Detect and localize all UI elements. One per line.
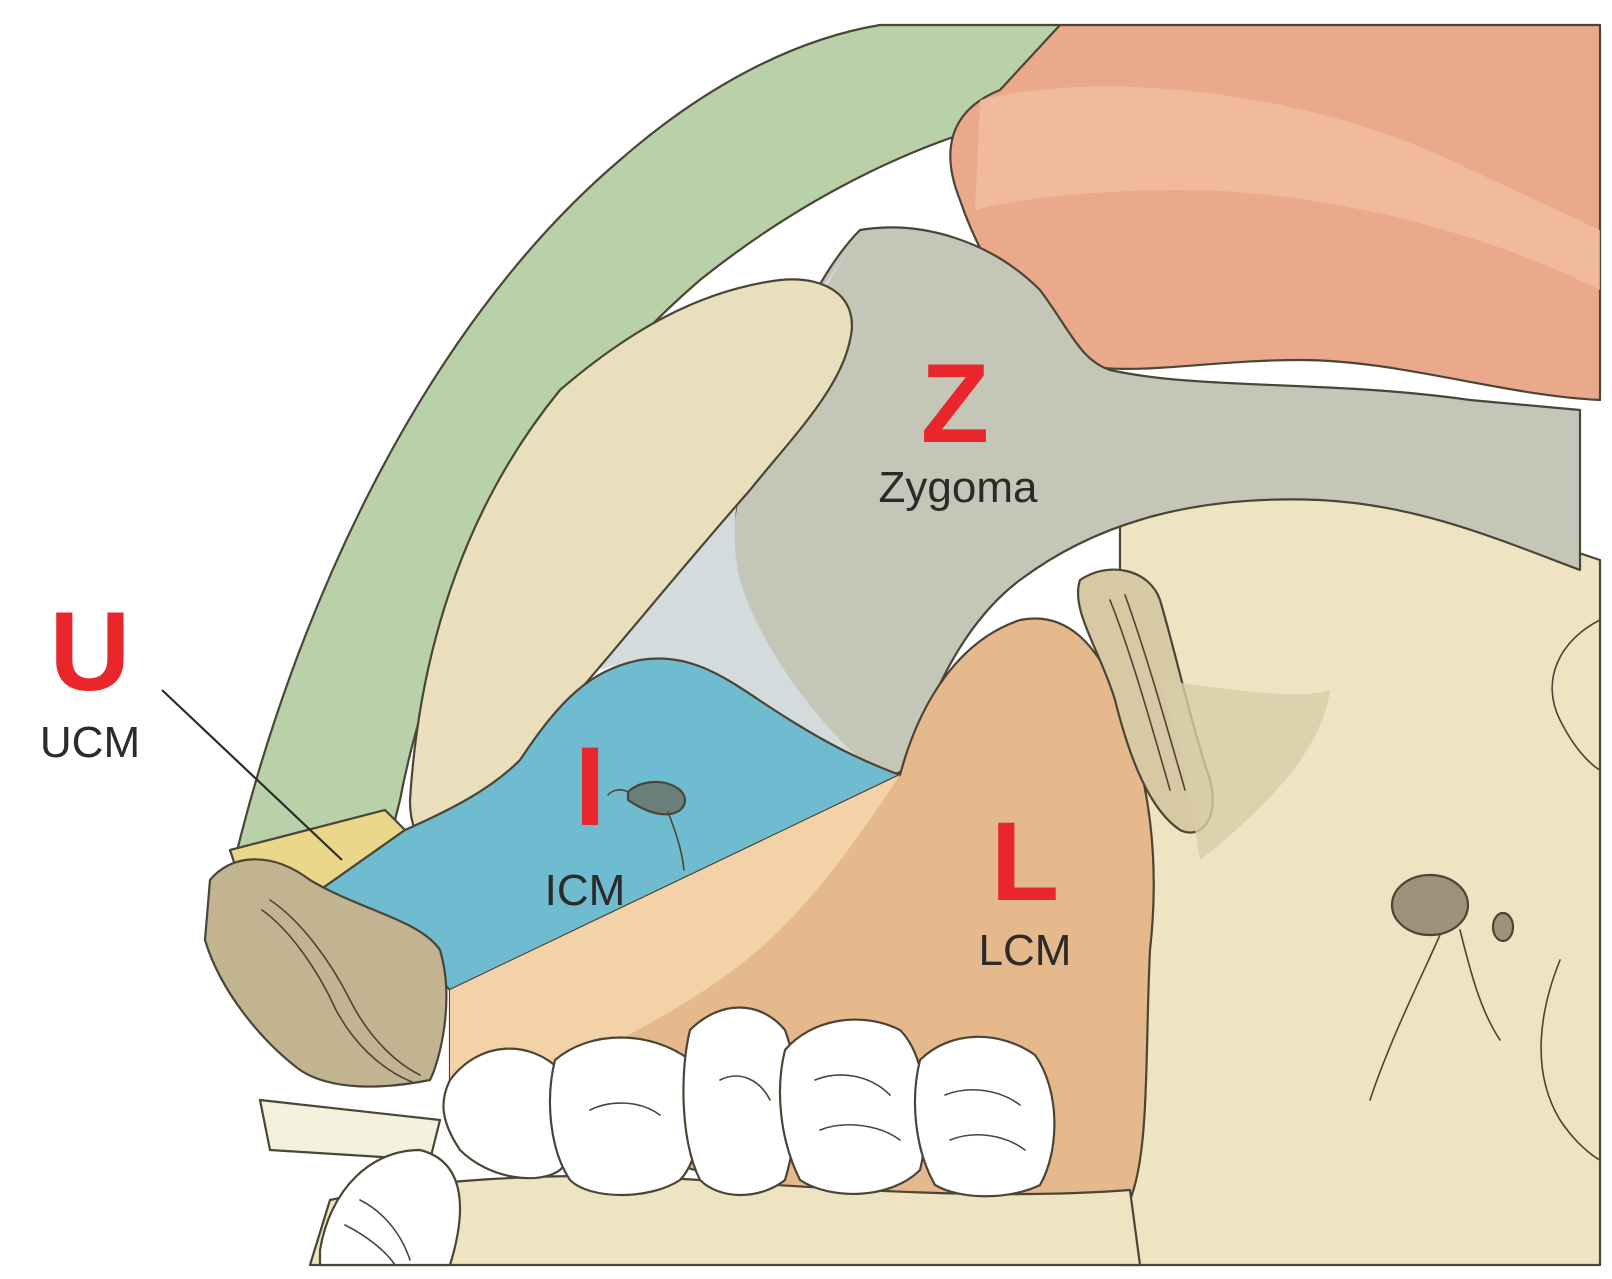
lcm-letter: L	[991, 799, 1059, 924]
lower-region-highlight	[450, 775, 900, 1100]
zygoma-lower-shade	[600, 230, 880, 775]
icm-label: ICM	[545, 866, 626, 915]
ucm-label: UCM	[40, 718, 140, 767]
ucm-letter: U	[50, 589, 131, 714]
icm-letter: I	[574, 724, 605, 849]
ucm-leader-line	[161, 689, 343, 861]
zygoma-label: Zygoma	[879, 463, 1038, 512]
zygoma-letter: Z	[921, 341, 989, 466]
tooth-molar-2	[913, 1035, 1056, 1198]
nasal-bone	[203, 858, 448, 1088]
orbit-shadow	[975, 86, 1600, 290]
tooth-premolar-2	[682, 1006, 798, 1196]
temporal-slot-2	[1124, 594, 1186, 791]
foramen-large	[1390, 873, 1470, 937]
cranial-base-region	[1107, 485, 1602, 1267]
temporal-shadow	[1160, 680, 1330, 860]
mastoid-outline	[1540, 959, 1601, 1161]
tooth-crown-lines	[589, 1074, 1026, 1151]
tooth-premolar-1	[548, 1036, 702, 1197]
nasal-bone-groove-2	[261, 909, 413, 1083]
tooth-molar-1	[778, 1018, 928, 1195]
tooth-incisor-lines	[344, 1199, 411, 1266]
styloid-process	[1369, 929, 1501, 1101]
lcm-label: LCM	[979, 926, 1072, 975]
infraorbital-foramen	[626, 780, 687, 816]
nasal-bone-groove	[269, 899, 421, 1076]
foramen-small	[1491, 911, 1515, 943]
infraorbital-nerve-line	[607, 789, 685, 871]
occipital-curve	[1551, 619, 1601, 771]
temporal-slot	[1109, 599, 1171, 791]
teeth-row	[318, 1006, 1056, 1267]
tooth-incisor	[318, 1148, 462, 1267]
